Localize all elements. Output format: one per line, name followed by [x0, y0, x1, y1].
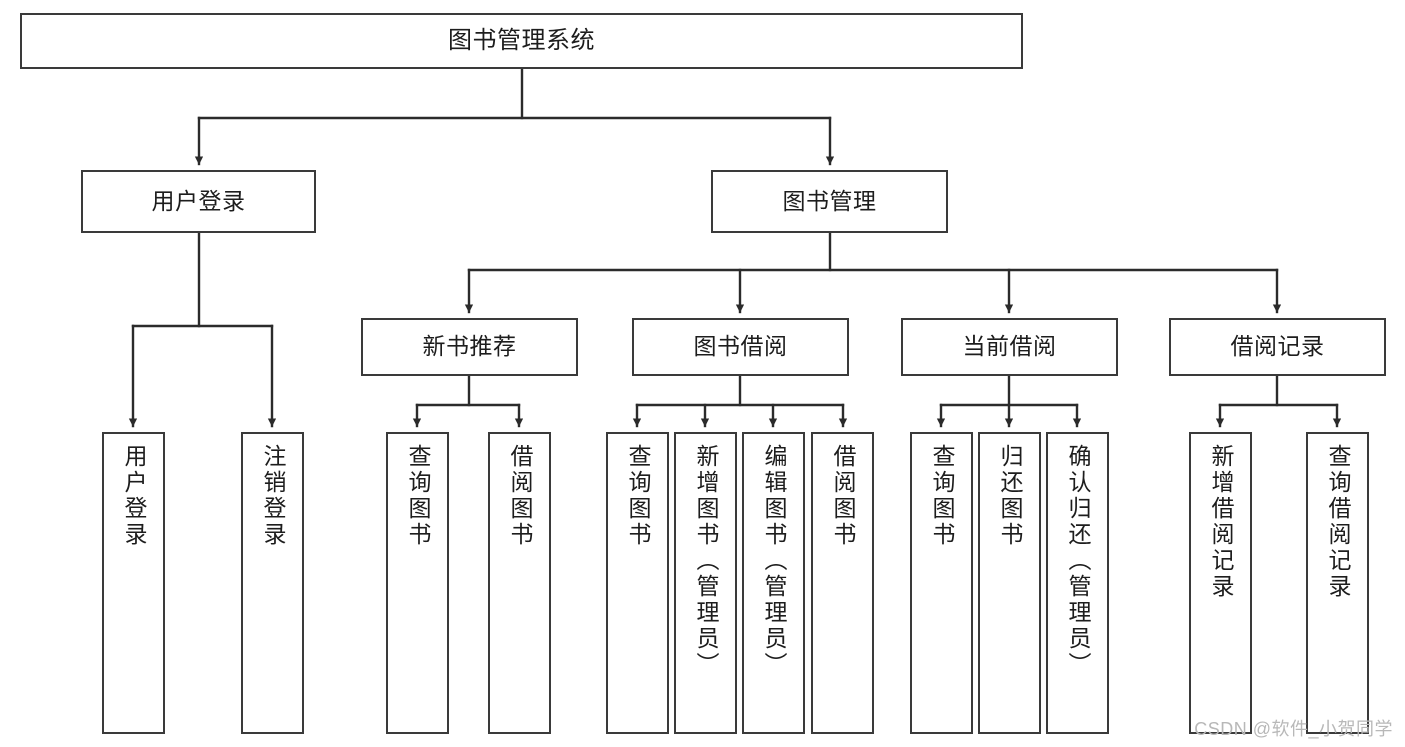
leaf-current-query-book[interactable]: 查询图书: [910, 432, 973, 734]
node-label: 图书借阅: [693, 333, 788, 360]
node-label: 用户登录: [121, 444, 147, 548]
node-label: 图书管理系统: [448, 26, 595, 54]
leaf-current-confirm-return-admin[interactable]: 确认归还（管理员）: [1046, 432, 1109, 734]
node-label: 新增图书（管理员）: [693, 444, 719, 678]
node-label: 查询图书: [625, 444, 651, 548]
node-book-management[interactable]: 图书管理: [711, 170, 948, 233]
edges-root-to-level2: [194, 67, 835, 166]
edges-borrow-record-to-leaves: [1215, 374, 1342, 428]
leaf-current-return-book[interactable]: 归还图书: [978, 432, 1041, 734]
node-label: 借阅图书: [830, 444, 856, 548]
node-label: 图书管理: [782, 187, 877, 214]
node-label: 新书推荐: [422, 333, 517, 360]
node-label: 新增借阅记录: [1208, 444, 1234, 600]
edges-book-borrow-to-leaves: [632, 374, 848, 428]
leaf-record-query-borrow-record[interactable]: 查询借阅记录: [1306, 432, 1369, 734]
node-borrow-record[interactable]: 借阅记录: [1169, 318, 1386, 376]
edges-new-book-to-leaves: [412, 374, 524, 428]
node-label: 确认归还（管理员）: [1065, 444, 1091, 678]
leaf-borrow-add-book-admin[interactable]: 新增图书（管理员）: [674, 432, 737, 734]
leaf-recommend-query-book[interactable]: 查询图书: [386, 432, 449, 734]
node-label: 归还图书: [997, 444, 1023, 548]
edges-user-login-to-leaves: [128, 231, 277, 428]
node-current-borrow[interactable]: 当前借阅: [901, 318, 1118, 376]
leaf-recommend-borrow-book[interactable]: 借阅图书: [488, 432, 551, 734]
leaf-borrow-borrow-book[interactable]: 借阅图书: [811, 432, 874, 734]
node-root-system[interactable]: 图书管理系统: [20, 13, 1023, 69]
edges-book-mgmt-to-level3: [464, 231, 1282, 314]
node-label: 用户登录: [151, 187, 246, 214]
node-label: 查询图书: [405, 444, 431, 548]
node-book-borrow[interactable]: 图书借阅: [632, 318, 849, 376]
node-label: 当前借阅: [962, 333, 1057, 360]
node-label: 编辑图书（管理员）: [761, 444, 787, 678]
csdn-watermark: CSDN @软件_小贺同学: [1194, 719, 1393, 739]
leaf-user-login[interactable]: 用户登录: [102, 432, 165, 734]
node-label: 借阅记录: [1230, 333, 1325, 360]
leaf-borrow-query-book[interactable]: 查询图书: [606, 432, 669, 734]
node-user-login[interactable]: 用户登录: [81, 170, 316, 233]
edges-current-borrow-to-leaves: [936, 374, 1082, 428]
node-new-book-recommend[interactable]: 新书推荐: [361, 318, 578, 376]
node-label: 查询图书: [929, 444, 955, 548]
node-label: 注销登录: [260, 444, 286, 548]
node-label: 借阅图书: [507, 444, 533, 548]
leaf-borrow-edit-book-admin[interactable]: 编辑图书（管理员）: [742, 432, 805, 734]
node-label: 查询借阅记录: [1325, 444, 1351, 600]
leaf-record-add-borrow-record[interactable]: 新增借阅记录: [1189, 432, 1252, 734]
leaf-logout-login[interactable]: 注销登录: [241, 432, 304, 734]
